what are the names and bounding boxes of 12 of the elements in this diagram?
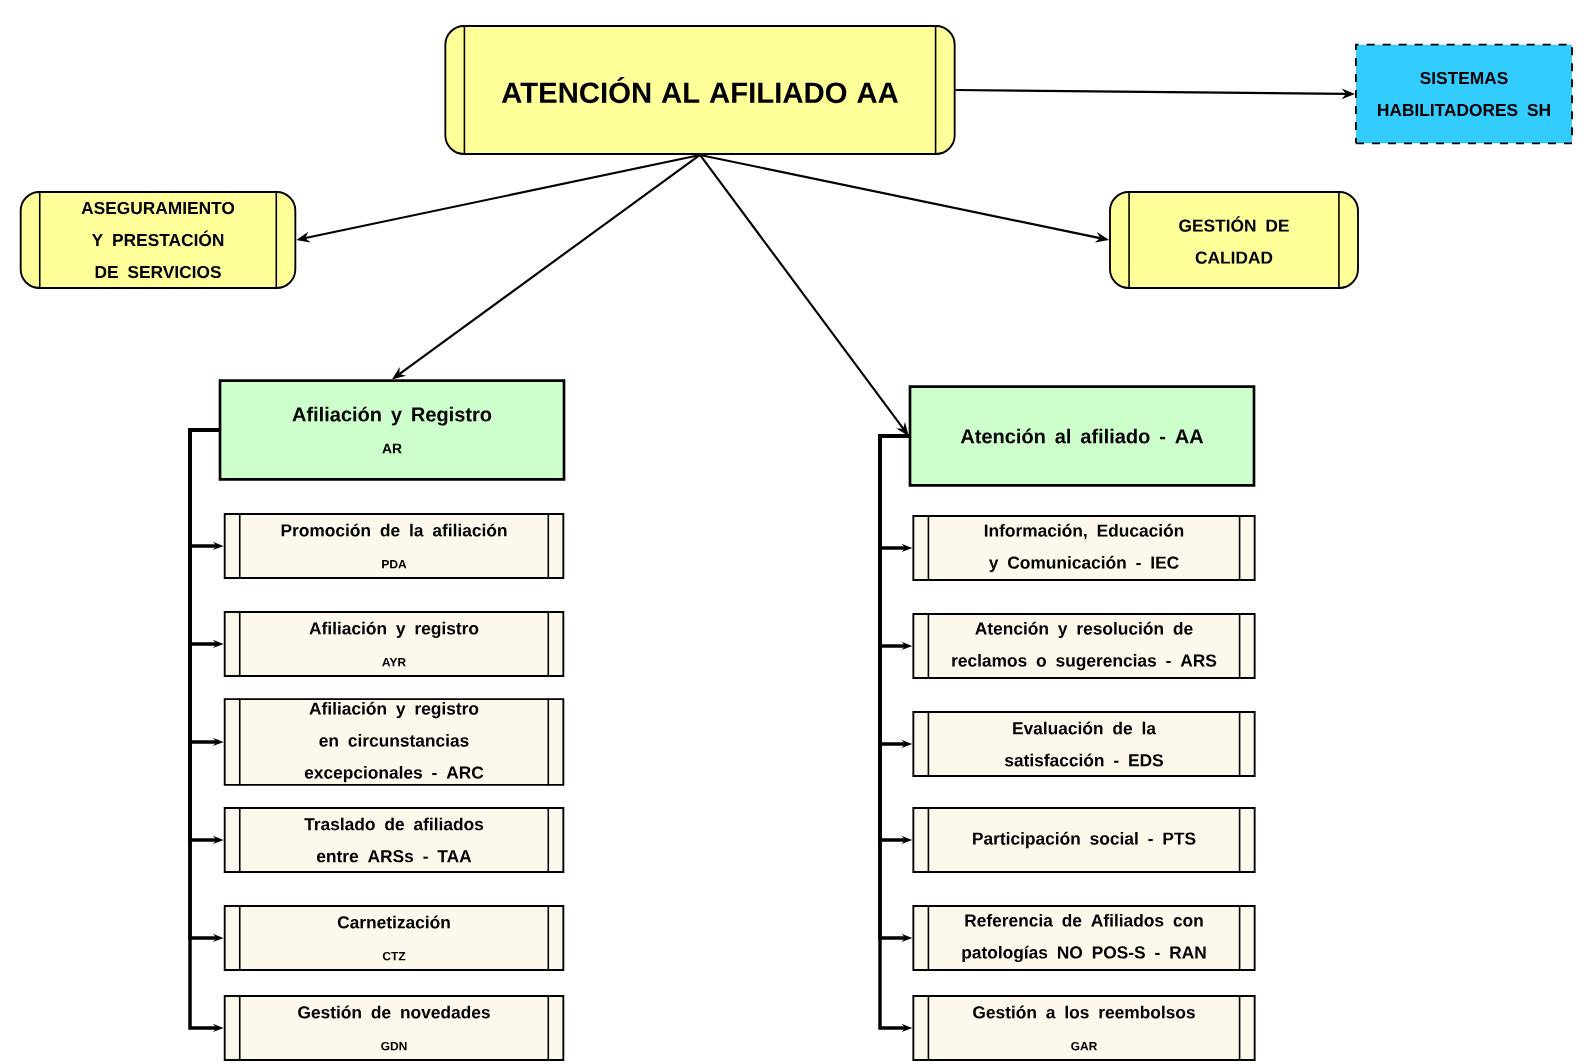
subprocess-box: Referencia de Afiliados con patologías NO POS-S - RAN [912,904,1256,972]
subprocess-box: Información, Educación y Comunicación - IEC [912,514,1256,582]
subprocess-box: Atención y resolución de reclamos o sugerencias - ARS [912,612,1256,680]
subprocess-box: Afiliación y registro en circunstancias excepcionales - ARC [223,697,565,787]
scroll-box: ATENCIÓN AL AFILIADO AA [444,24,956,156]
dashed-box: SISTEMAS HABILITADORES SH [1355,43,1573,145]
scroll-box: ASEGURAMIENTO Y PRESTACIÓN DE SERVICIOS [19,190,297,290]
subprocess-box: Evaluación de la satisfacción - EDS [912,710,1256,778]
process-box: Atención al afiliado - AA [908,385,1256,487]
subprocess-box: Participación social - PTS [912,806,1256,874]
subprocess-box: Traslado de afiliados entre ARSs - TAA [223,806,565,874]
scroll-box: GESTIÓN DE CALIDAD [1109,190,1359,290]
